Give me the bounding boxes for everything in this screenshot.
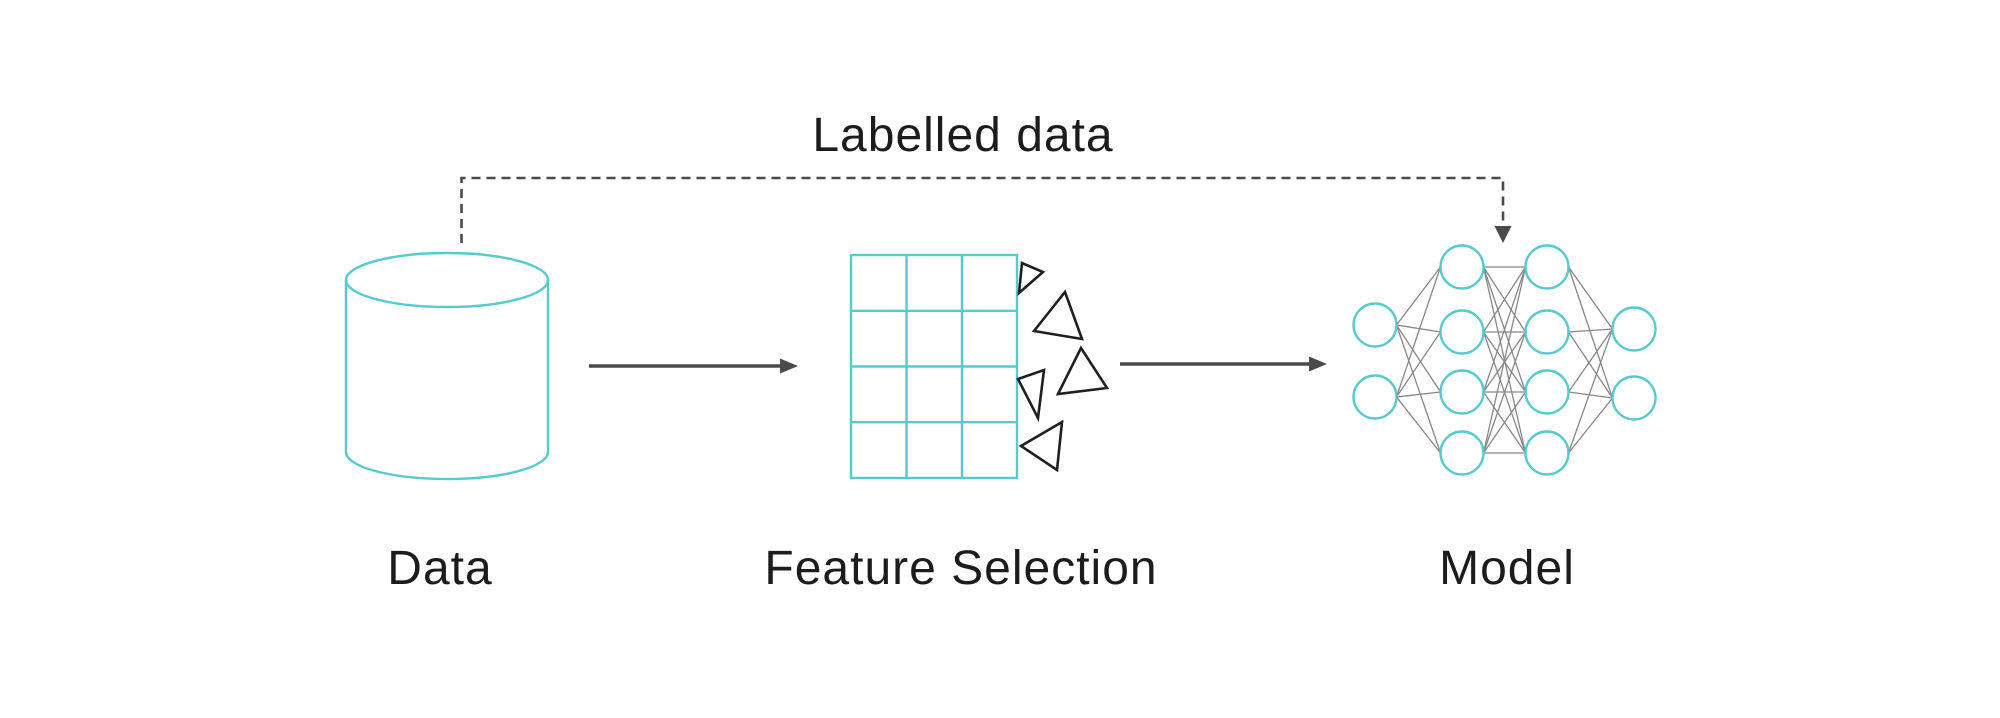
- feature-grid-icon: [849, 253, 1019, 480]
- database-cylinder-icon: [344, 251, 550, 481]
- nn-neuron: [1611, 306, 1657, 352]
- cylinder-top: [344, 251, 550, 309]
- triangle-icon: [1017, 261, 1046, 297]
- triangle-icon: [1031, 289, 1084, 341]
- nn-neuron: [1352, 374, 1398, 420]
- nn-neuron: [1524, 244, 1570, 290]
- nn-neuron: [1524, 369, 1570, 415]
- nn-neuron: [1524, 309, 1570, 355]
- feature-triangles: [1016, 261, 1110, 473]
- nn-neuron: [1439, 430, 1485, 476]
- nn-neuron: [1524, 430, 1570, 476]
- feedback-edge-label: Labelled data: [812, 109, 1113, 162]
- node-data: Data: [344, 251, 550, 595]
- model-node-label: Model: [1439, 542, 1575, 595]
- arrow-feature-to-model: [1120, 356, 1327, 372]
- node-feature-selection: Feature Selection: [764, 253, 1157, 595]
- arrowhead-icon: [1309, 356, 1327, 372]
- nn-neuron: [1439, 309, 1485, 355]
- neural-network-icon: [1352, 244, 1657, 476]
- feature-selection-node-label: Feature Selection: [764, 542, 1157, 595]
- triangle-icon: [1018, 419, 1064, 473]
- feedback-dashed-line: [460, 176, 1505, 243]
- nn-neurons: [1352, 244, 1657, 476]
- feedback-edge: Labelled data: [460, 109, 1512, 243]
- nn-neuron: [1439, 244, 1485, 290]
- triangle-icon: [1055, 345, 1110, 396]
- triangle-icon: [1016, 368, 1046, 423]
- data-node-label: Data: [387, 542, 492, 595]
- nn-neuron: [1611, 375, 1657, 421]
- nn-connections: [1395, 266, 1614, 454]
- nn-neuron: [1352, 302, 1398, 348]
- node-model: Model: [1352, 244, 1657, 595]
- feedback-arrowhead-icon: [1494, 226, 1512, 243]
- arrow-data-to-feature: [589, 358, 798, 374]
- arrowhead-icon: [780, 358, 798, 374]
- nn-neuron: [1439, 369, 1485, 415]
- cylinder-body: [344, 280, 550, 481]
